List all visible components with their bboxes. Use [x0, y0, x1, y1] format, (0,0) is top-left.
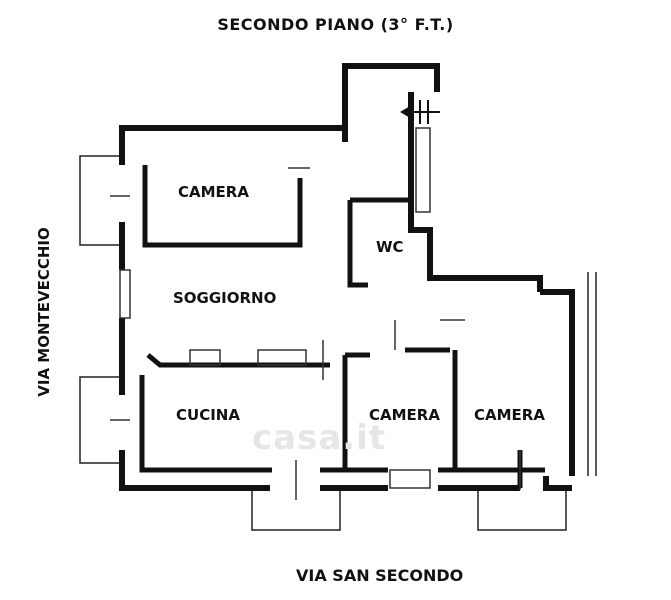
floor-title: SECONDO PIANO (3° F.T.) [217, 15, 454, 34]
watermark: casa.it [252, 418, 387, 458]
street-label-left: VIA MONTEVECCHIO [35, 227, 53, 397]
entrance-arrow-icon [400, 100, 440, 124]
room-label-camera-mid: CAMERA [369, 406, 440, 424]
room-label-cucina: CUCINA [176, 406, 240, 424]
detail-lines [110, 127, 521, 500]
room-label-wc: WC [376, 238, 404, 256]
outer-walls [119, 63, 575, 491]
balcony-outlines [79, 155, 597, 531]
room-label-camera-top: CAMERA [178, 183, 249, 201]
street-label-bottom: VIA SAN SECONDO [296, 566, 464, 585]
room-label-camera-right: CAMERA [474, 406, 545, 424]
room-label-soggiorno: SOGGIORNO [173, 289, 277, 307]
